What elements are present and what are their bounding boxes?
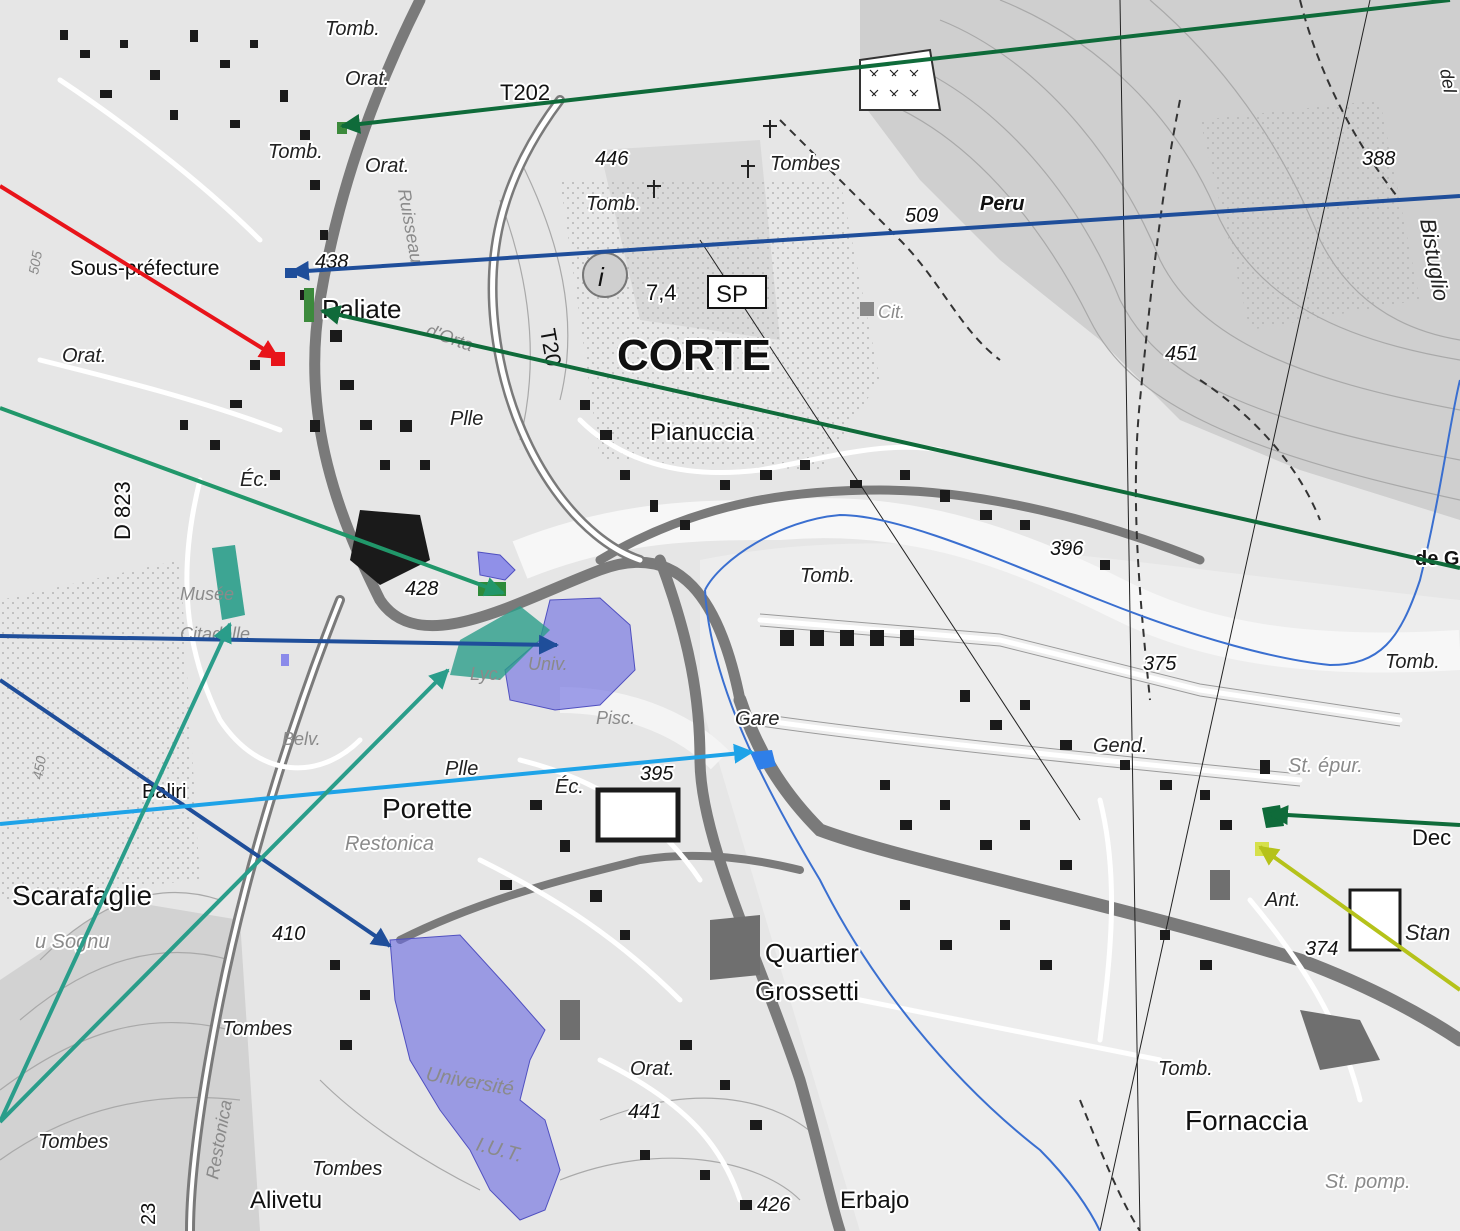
feature-st-pomp: St. pomp.: [1325, 1171, 1411, 1193]
feature-tomb-top: Tomb.: [325, 18, 380, 40]
valley-floor: [700, 543, 1460, 1231]
feature-ec-1: Éc.: [240, 468, 269, 491]
arrow-teal-lycee: [0, 668, 450, 1124]
arrow-teal-green-lycee: [0, 406, 505, 597]
feature-tomb-mid: Tomb.: [800, 565, 855, 587]
place-u-sognu: u Sognu: [35, 931, 110, 953]
contour-lines: [0, 0, 1460, 1201]
elevation-441: 441: [628, 1101, 661, 1123]
marker-blue-gare: [750, 750, 776, 770]
buildings: [60, 30, 1270, 1210]
elevation-388: 388: [1362, 148, 1395, 170]
arrow-darkgreen-paliate: [320, 305, 1460, 570]
place-pianuccia: Pianuccia: [650, 419, 755, 446]
stream-blue-upper: [704, 379, 1460, 667]
place-stan: Stan: [1405, 920, 1450, 945]
road-d823-bottom-label: 23: [138, 1203, 160, 1225]
large-buildings: [560, 870, 1380, 1070]
arrow-darkgreen-top: [340, 0, 1451, 134]
feature-orat-top: Orat.: [345, 68, 389, 90]
feature-tombes-top: Tombes: [770, 153, 840, 175]
feature-gend: Gend.: [1093, 735, 1147, 757]
arrow-red: [0, 184, 280, 360]
place-alivetu: Alivetu: [250, 1187, 322, 1214]
place-fornaccia: Fornaccia: [1185, 1105, 1308, 1136]
place-erbajo: Erbajo: [840, 1187, 909, 1214]
trails: [779, 0, 1401, 1231]
elevation-375: 375: [1143, 653, 1177, 675]
place-quartier: Quartier: [765, 938, 859, 968]
annotation-arrows: [0, 0, 1460, 1124]
elevation-410: 410: [272, 923, 305, 945]
arrow-teal-musee: [0, 622, 232, 1123]
arrow-blue-univ: [0, 634, 559, 655]
sp-label: SP: [716, 281, 748, 308]
feature-orat-left: Orat.: [62, 345, 106, 367]
elevation-396: 396: [1050, 538, 1084, 560]
feature-pisc: Pisc.: [596, 708, 635, 728]
town-label: CORTE: [617, 331, 771, 380]
feature-plle-top: Plle: [450, 408, 483, 430]
feature-tomb-4: Tomb.: [1158, 1058, 1213, 1080]
elevation-451: 451: [1165, 343, 1198, 365]
elevation-395: 395: [640, 763, 674, 785]
elevation-450: 450: [29, 755, 49, 781]
feature-tomb-3: Tomb.: [586, 193, 641, 215]
arrow-cyan-gare: [0, 743, 754, 826]
info-icon: [582, 252, 628, 298]
feature-orat-bottom: Orat.: [630, 1058, 674, 1080]
place-porette: Porette: [382, 793, 472, 824]
arrow-blue-universite: [0, 678, 392, 948]
elevation-509: 509: [905, 205, 938, 227]
university-areas: [389, 551, 636, 1221]
feature-tombes-3: Tombes: [312, 1158, 382, 1180]
elevation-426: 426: [757, 1194, 791, 1216]
feature-univ: Univ.: [528, 654, 568, 674]
info-icon-letter: i: [598, 262, 605, 292]
minor-roads: [37, 77, 1403, 1203]
place-sous-prefecture: Sous-préfecture: [70, 257, 219, 280]
cit-icon: [860, 302, 874, 316]
scrub-hatch-1: [560, 180, 880, 470]
feature-musee: Musée: [180, 584, 234, 604]
road-d823-label: D 823: [110, 481, 135, 540]
place-grossetti: Grossetti: [755, 976, 859, 1006]
feature-ant: Ant.: [1264, 889, 1301, 911]
feature-belv: Belv.: [282, 729, 321, 749]
feature-tomb-2: Tomb.: [268, 141, 323, 163]
cemetery-crosses: [647, 120, 777, 198]
place-scarafaglie: Scarafaglie: [12, 880, 152, 911]
feature-st-epur: St. épur.: [1288, 755, 1363, 777]
feature-tomb-right: Tomb.: [1385, 651, 1440, 673]
stadium: [595, 787, 1402, 952]
sp-box: [707, 275, 767, 309]
road-t202-label: T202: [500, 80, 550, 105]
elevation-446: 446: [595, 148, 629, 170]
feature-tombes-1: Tombes: [222, 1018, 292, 1040]
feature-ec-2: Éc.: [555, 775, 584, 798]
arrow-darkblue-prefecture: [289, 194, 1460, 281]
arrow-darkgreen-epur: [1268, 805, 1460, 827]
elevation-428: 428: [405, 578, 438, 600]
stream-blue-lower: [704, 589, 1101, 1231]
info-value: 7,4: [646, 280, 677, 305]
marker-green-paliate: [304, 288, 314, 322]
place-peru: Peru: [980, 193, 1024, 215]
feature-gare: Gare: [735, 708, 779, 730]
feature-cit: Cit.: [878, 302, 905, 322]
major-roads-inner: [188, 97, 643, 1231]
feature-tombes-2: Tombes: [38, 1131, 108, 1153]
feature-restonica: Restonica: [345, 833, 434, 855]
scrub-hatch-4: [0, 560, 200, 900]
elevation-505: 505: [25, 250, 45, 276]
elevation-374: 374: [1305, 938, 1338, 960]
arrow-lime: [1258, 845, 1460, 992]
feature-lyc: Lyc.: [470, 664, 503, 684]
feature-orat-2: Orat.: [365, 155, 409, 177]
place-dec: Dec: [1412, 825, 1451, 850]
marker-purple-small: [281, 654, 289, 666]
